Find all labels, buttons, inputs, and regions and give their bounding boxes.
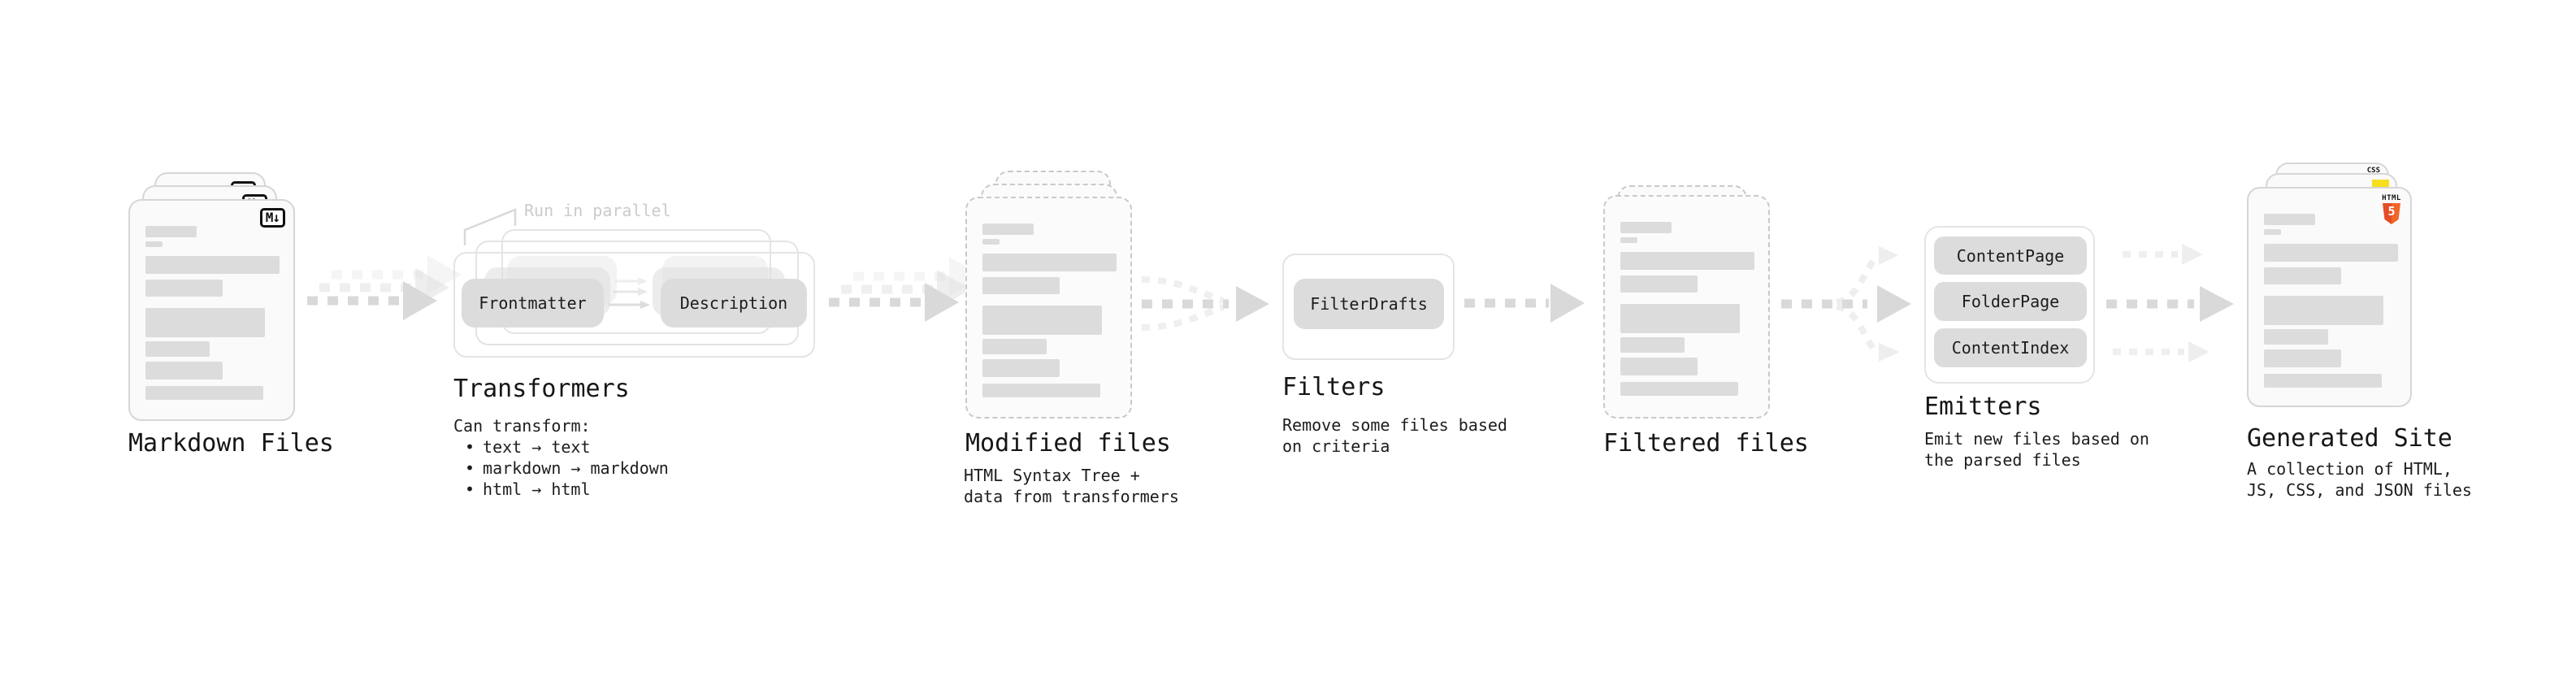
- text-placeholder-bars: [2264, 214, 2398, 388]
- filters-label: Filters: [1282, 373, 1386, 401]
- text-placeholder-bar: [2264, 214, 2315, 225]
- transform-capability-item: • markdown → markdown: [465, 458, 669, 478]
- markdown-file-card-front: M↓: [128, 199, 295, 421]
- filtered-file-card-front: [1603, 195, 1770, 419]
- text-placeholder-bar: [145, 241, 163, 247]
- transform-capability-item: • html → html: [465, 479, 591, 499]
- generated-site-label: Generated Site: [2247, 424, 2452, 453]
- bullet-icon: •: [465, 458, 475, 478]
- text-placeholder-bar: [145, 308, 265, 337]
- text-placeholder-bar: [982, 277, 1060, 294]
- text-placeholder-bars: [1620, 222, 1754, 396]
- text-placeholder-bar: [1620, 337, 1685, 353]
- run-in-parallel-annotation: Run in parallel: [524, 201, 671, 220]
- text-placeholder-bar: [145, 226, 197, 237]
- transformers-label: Transformers: [453, 375, 630, 403]
- text-placeholder-bar: [2264, 229, 2281, 235]
- text-placeholder-bar: [982, 359, 1060, 377]
- contentindex-emitter-box: ContentIndex: [1934, 328, 2087, 367]
- text-placeholder-bar: [1620, 275, 1698, 293]
- text-placeholder-bar: [1620, 304, 1740, 333]
- markdown-files-label: Markdown Files: [128, 429, 334, 458]
- text-placeholder-bar: [145, 341, 210, 357]
- frontmatter-transformer-box: Frontmatter: [462, 279, 604, 327]
- text-placeholder-bar: [2264, 267, 2341, 284]
- text-placeholder-bar: [1620, 358, 1698, 375]
- html5-icon: HTML 5: [2382, 195, 2401, 224]
- text-placeholder-bar: [145, 362, 223, 380]
- text-placeholder-bar: [1620, 222, 1672, 233]
- transform-capability-item: • text → text: [465, 437, 591, 457]
- modified-files-subtitle: HTML Syntax Tree + data from transformer…: [964, 466, 1179, 506]
- parallel-arrows-icon: [609, 277, 650, 309]
- text-placeholder-bar: [2264, 374, 2382, 388]
- flow-arrow-stacked-icon: [829, 257, 983, 322]
- parallel-flow-arrows-icon: [2106, 244, 2234, 362]
- filterdrafts-box: FilterDrafts: [1294, 279, 1444, 329]
- text-placeholder-bar: [1620, 237, 1637, 243]
- flow-arrow-stacked-icon: [307, 255, 462, 320]
- fan-out-arrow-icon: [1781, 246, 1911, 362]
- text-placeholder-bar: [1620, 252, 1754, 270]
- transformers-description: Can transform: • text → text • markdown …: [453, 415, 669, 500]
- modified-file-card-front: [965, 197, 1132, 419]
- emitters-label: Emitters: [1924, 393, 2042, 421]
- filtered-files-label: Filtered files: [1603, 429, 1809, 458]
- text-placeholder-bar: [982, 339, 1047, 354]
- modified-files-label: Modified files: [965, 429, 1171, 458]
- text-placeholder-bar: [982, 306, 1102, 335]
- contentpage-emitter-box: ContentPage: [1934, 236, 2087, 275]
- text-placeholder-bar: [2264, 244, 2398, 262]
- text-placeholder-bar: [982, 223, 1034, 235]
- text-placeholder-bar: [2264, 329, 2328, 345]
- text-placeholder-bar: [982, 254, 1117, 271]
- text-placeholder-bar: [145, 280, 223, 297]
- flow-arrow-icon: [1464, 284, 1585, 323]
- text-placeholder-bar: [2264, 349, 2341, 367]
- text-placeholder-bar: [1620, 382, 1738, 396]
- fan-in-arrow-icon: [1141, 276, 1269, 331]
- annotation-leader-line: [463, 208, 517, 245]
- text-placeholder-bar: [145, 256, 280, 274]
- generated-site-subtitle: A collection of HTML, JS, CSS, and JSON …: [2247, 459, 2472, 500]
- emitters-subtitle: Emit new files based on the parsed files: [1924, 429, 2149, 470]
- description-transformer-box: Description: [661, 279, 807, 327]
- text-placeholder-bars: [145, 226, 280, 400]
- bullet-icon: •: [465, 479, 475, 499]
- filters-subtitle: Remove some files based on criteria: [1282, 415, 1507, 456]
- text-placeholder-bar: [982, 384, 1100, 397]
- markdown-icon: M↓: [259, 208, 285, 228]
- transformer-frame-front: [453, 252, 815, 358]
- folderpage-emitter-box: FolderPage: [1934, 282, 2087, 321]
- text-placeholder-bar: [145, 386, 263, 400]
- bullet-icon: •: [465, 437, 475, 457]
- generated-site-card-front: HTML 5: [2247, 187, 2412, 407]
- text-placeholder-bar: [982, 239, 1000, 245]
- text-placeholder-bars: [982, 223, 1117, 397]
- text-placeholder-bar: [2264, 296, 2383, 325]
- transformers-subtitle: Can transform:: [453, 416, 591, 436]
